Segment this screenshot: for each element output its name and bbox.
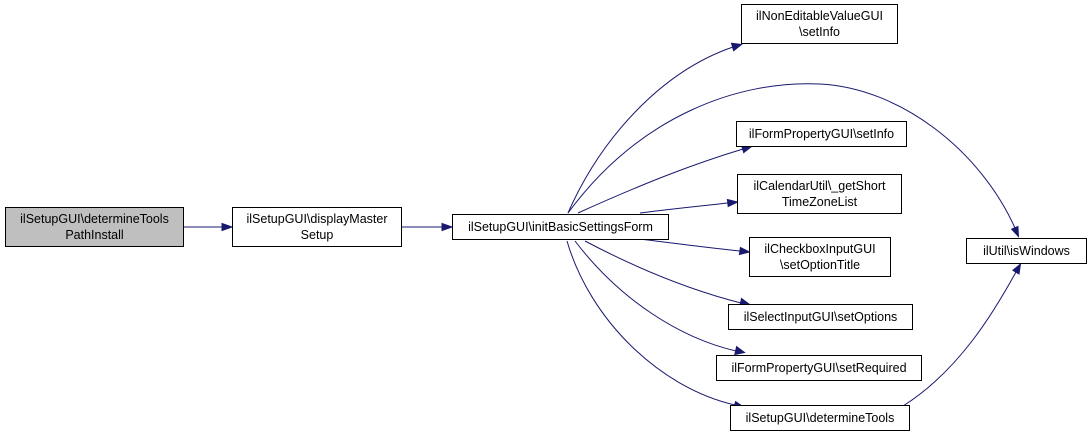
node-label-line: ilSetupGUI\displayMaster — [246, 212, 388, 226]
edge-initBasicSettingsForm-setOptionTitle — [639, 238, 741, 252]
arrowhead-5 — [726, 198, 739, 208]
edge-initBasicSettingsForm-setOptions — [584, 240, 742, 304]
node-determine-tools[interactable]: ilSetupGUI\determineTools — [730, 405, 910, 431]
node-label-line: PathInstall — [65, 228, 124, 242]
node-display-master-setup[interactable]: ilSetupGUI\displayMaster Setup — [232, 207, 402, 247]
node-label-line: ilNonEditableValueGUI — [756, 9, 883, 23]
arrowhead-6 — [738, 246, 751, 256]
arrowhead-3 — [1010, 225, 1020, 238]
node-label-line: ilSetupGUI\determineTools — [20, 212, 169, 226]
arrowhead-1 — [441, 222, 454, 232]
edge-initBasicSettingsForm-nonEditableSetInfo — [567, 46, 734, 214]
node-form-property-set-info[interactable]: ilFormPropertyGUI\setInfo — [736, 121, 907, 147]
edge-initBasicSettingsForm-setRequired — [574, 240, 737, 352]
node-label-line: ilSelectInputGUI\setOptions — [743, 310, 898, 324]
node-is-windows[interactable]: ilUtil\isWindows — [966, 238, 1087, 264]
node-get-short-time-zone-list[interactable]: ilCalendarUtil\_getShort TimeZoneList — [737, 174, 902, 214]
arrowhead-10 — [1012, 262, 1022, 275]
node-label-line: ilCalendarUtil\_getShort — [753, 179, 886, 193]
edge-determineTools-isWindows — [902, 271, 1017, 407]
node-label-line: ilSetupGUI\determineTools — [745, 411, 895, 425]
node-set-option-title[interactable]: ilCheckboxInputGUI \setOptionTitle — [749, 237, 891, 277]
node-label-line: ilFormPropertyGUI\setInfo — [748, 127, 895, 141]
node-label-line: ilSetupGUI\initBasicSettingsForm — [468, 220, 653, 234]
edge-initBasicSettingsForm-getShortTimeZoneList — [639, 202, 729, 214]
edge-initBasicSettingsForm-determineTools — [566, 240, 736, 406]
node-determine-tools-path-install: ilSetupGUI\determineTools PathInstall — [5, 207, 184, 247]
node-set-required[interactable]: ilFormPropertyGUI\setRequired — [716, 355, 922, 381]
node-init-basic-settings-form[interactable]: ilSetupGUI\initBasicSettingsForm — [452, 214, 669, 240]
node-label-line: TimeZoneList — [781, 195, 858, 209]
node-non-editable-set-info[interactable]: ilNonEditableValueGUI \setInfo — [741, 4, 898, 44]
arrowhead-8 — [734, 345, 746, 356]
node-label-line: ilUtil\isWindows — [983, 244, 1070, 258]
arrowhead-2 — [730, 42, 743, 52]
node-label-line: ilFormPropertyGUI\setRequired — [731, 361, 907, 375]
arrowhead-0 — [221, 222, 234, 232]
node-label-line: \setInfo — [799, 25, 840, 39]
node-label-line: \setOptionTitle — [779, 258, 861, 272]
edge-layer — [184, 42, 1022, 409]
edge-initBasicSettingsForm-isWindows — [567, 83, 1016, 229]
node-label-line: Setup — [300, 228, 334, 242]
node-set-options[interactable]: ilSelectInputGUI\setOptions — [728, 304, 913, 330]
edge-initBasicSettingsForm-formPropertySetInfo — [577, 148, 744, 214]
node-label-line: ilCheckboxInputGUI — [764, 242, 876, 256]
